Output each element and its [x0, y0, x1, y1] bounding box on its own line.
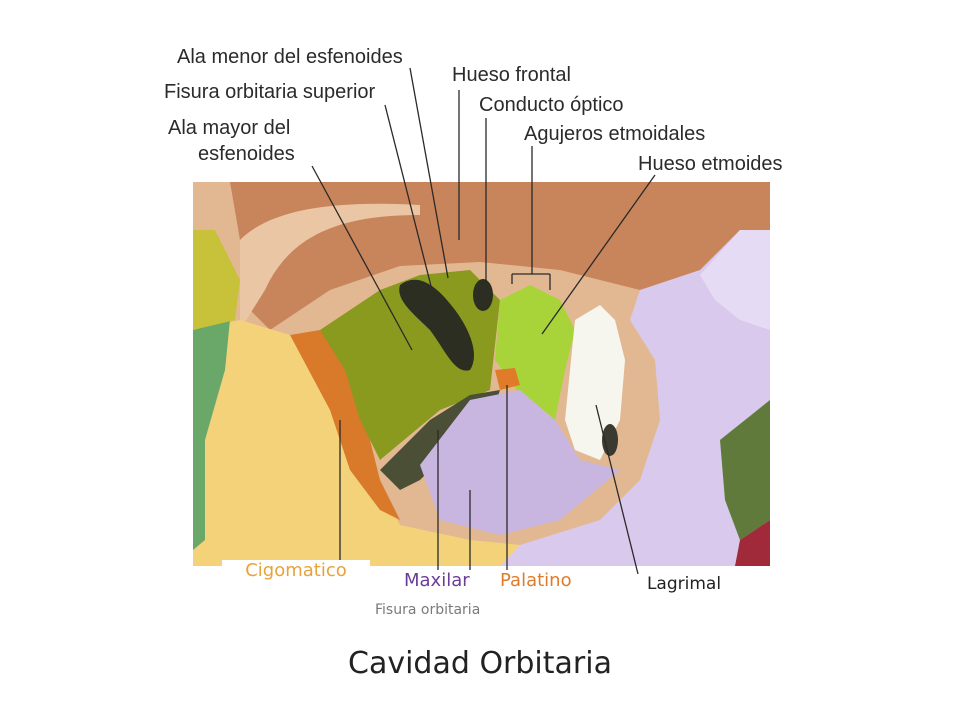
right-red-region [735, 520, 770, 566]
maxilla-right [500, 230, 770, 566]
lacrimal-bone [565, 305, 625, 460]
label-fisura-orbitaria-superior: Fisura orbitaria superior [164, 81, 376, 103]
label-maxilar: Maxilar [400, 570, 474, 592]
label-cigomatico: Cigomatico [222, 560, 370, 582]
label-conducto-optico: Conducto óptico [479, 94, 624, 116]
palatine-bone [495, 368, 520, 390]
label-agujeros-etmoidales: Agujeros etmoidales [524, 123, 706, 145]
leader-ala-mayor [311, 165, 413, 351]
maxilla-highlight [700, 230, 770, 330]
right-lower-region [720, 400, 770, 540]
zygomatic-orbital [290, 330, 400, 520]
label-palatino: Palatino [496, 570, 576, 592]
optic-canal-shape [473, 279, 493, 311]
label-lagrimal: Lagrimal [614, 574, 754, 595]
page-title: Cavidad Orbitaria [348, 646, 612, 681]
label-fisura-orbitaria: Fisura orbitaria [375, 602, 481, 618]
label-ala-menor: Ala menor del esfenoides [177, 46, 403, 68]
leader-ala-menor [409, 67, 449, 279]
leader-fisura-superior [384, 104, 433, 291]
label-ala-mayor-line1: Ala mayor del [168, 117, 291, 139]
leader-lagrimal [595, 404, 639, 575]
upper-left-region [193, 230, 240, 330]
label-hueso-frontal: Hueso frontal [452, 64, 571, 86]
superior-fissure-shape [399, 279, 475, 371]
label-hueso-etmoides: Hueso etmoides [638, 153, 783, 175]
lacrimal-groove [602, 424, 618, 456]
leader-lines [311, 67, 656, 575]
label-ala-mayor-line2: esfenoides [198, 143, 295, 165]
leader-hueso-etmoides [541, 174, 656, 335]
left-edge-region [193, 320, 230, 550]
orbital-rim [240, 203, 420, 330]
